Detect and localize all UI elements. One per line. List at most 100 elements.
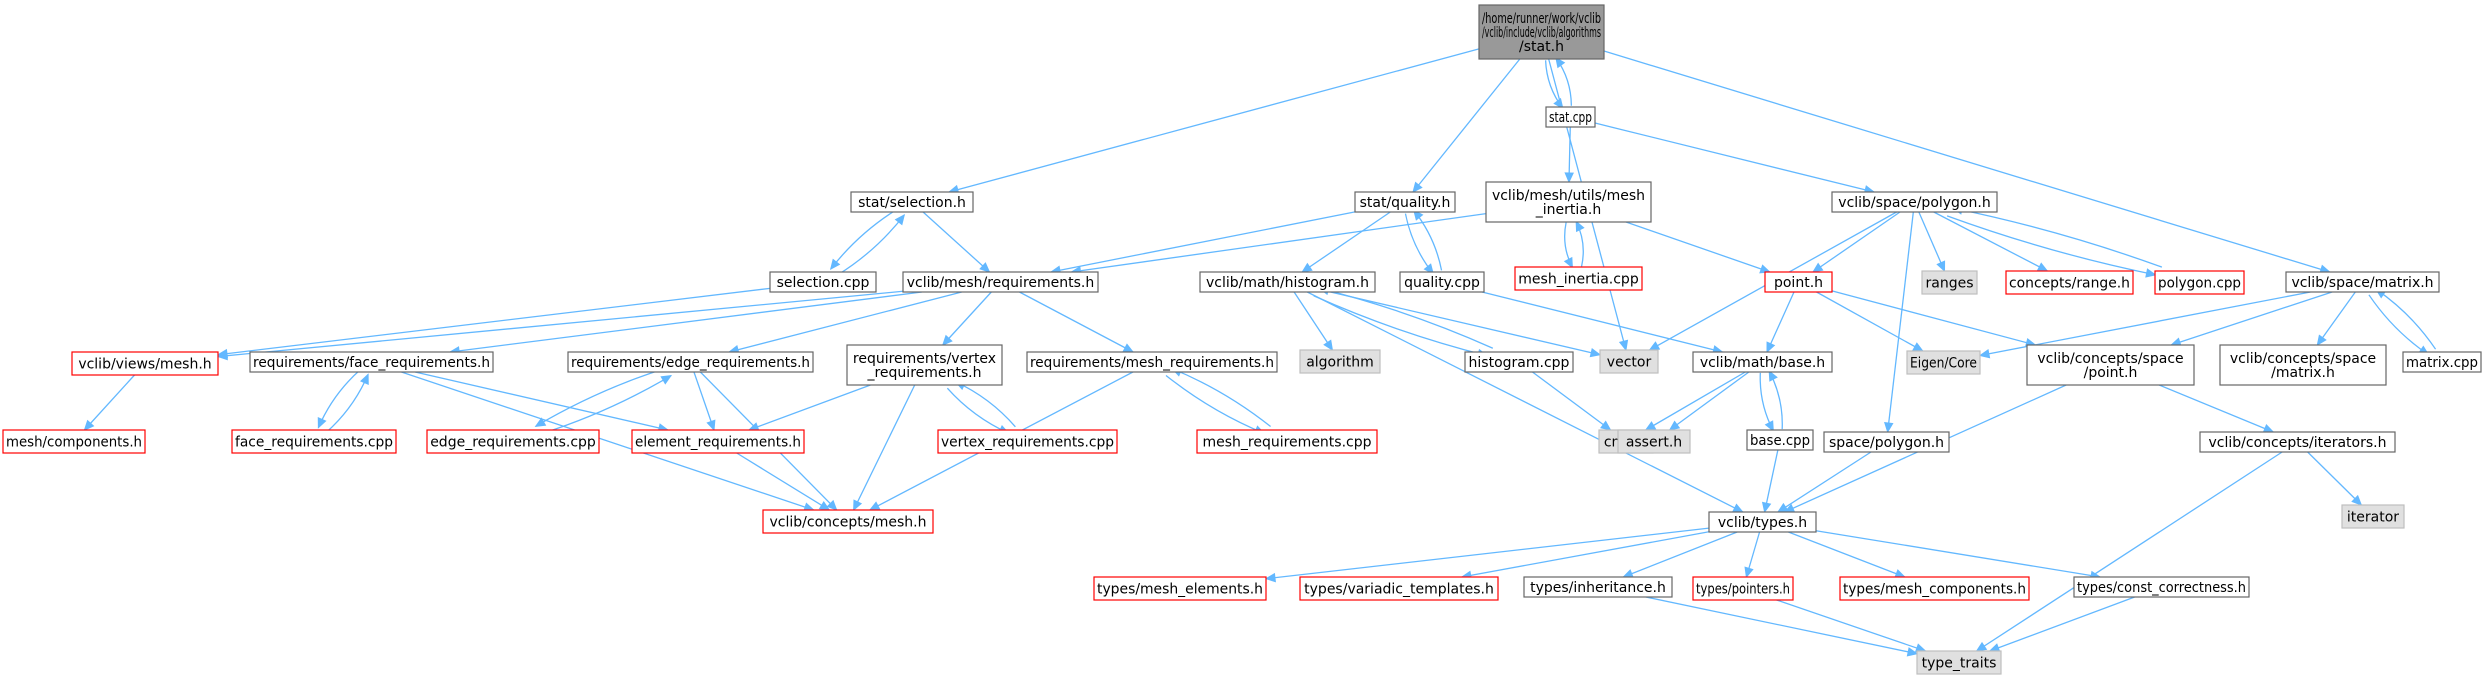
node-box — [769, 271, 877, 293]
node-face-req-cpp[interactable]: face_requirements.cpp — [231, 429, 397, 454]
node-mesh-req-h[interactable]: requirements/mesh_requirements.h — [1026, 351, 1278, 373]
node-box — [426, 429, 600, 454]
node-element-req-h[interactable]: element_requirements.h — [631, 429, 805, 454]
node-vertex-req-cpp[interactable]: vertex_requirements.cpp — [937, 429, 1118, 454]
edge-root-to-stat-selection — [947, 48, 1480, 195]
node-selection-cpp[interactable]: selection.cpp — [769, 271, 877, 293]
node-concepts-range[interactable]: concepts/range.h — [2005, 270, 2134, 295]
node-label: quality.cpp — [1404, 275, 1480, 291]
edge-line — [1413, 209, 1443, 271]
node-mesh-components[interactable]: mesh/components.h — [2, 429, 146, 454]
edge-mesh-requirements-to-views-mesh — [216, 290, 904, 361]
edge-mesh-requirements-to-mesh-req-h — [1019, 291, 1135, 353]
node-concepts-space-matrix[interactable]: vclib/concepts/space/matrix.h — [2219, 344, 2387, 386]
node-types-const[interactable]: types/const_correctness.h — [2073, 576, 2250, 598]
node-label: vector — [1607, 355, 1652, 371]
node-label: mesh_inertia.cpp — [1518, 272, 1639, 288]
node-label: mesh_requirements.cpp — [1202, 435, 1371, 451]
node-base-cpp[interactable]: base.cpp — [1746, 429, 1814, 451]
edge-line — [1265, 527, 1710, 580]
node-algorithm[interactable]: algorithm — [1299, 349, 1381, 374]
node-box — [1545, 106, 1596, 128]
node-space-matrix[interactable]: vclib/space/matrix.h — [2285, 271, 2440, 293]
node-math-base[interactable]: vclib/math/base.h — [1692, 351, 1833, 373]
node-polygon-cpp[interactable]: polygon.cpp — [2154, 270, 2245, 295]
node-histogram-cpp[interactable]: histogram.cpp — [1464, 351, 1574, 373]
node-space-polygon-h[interactable]: vclib/space/polygon.h — [1831, 191, 1998, 213]
node-box — [850, 191, 974, 213]
edge-views-mesh-to-mesh-components — [83, 374, 136, 431]
node-box — [1692, 351, 1833, 373]
edge-space-matrix-to-eigen-core — [1978, 291, 2311, 359]
node-histogram-h[interactable]: vclib/math/histogram.h — [1199, 271, 1376, 293]
node-concepts-space-point[interactable]: vclib/concepts/space/point.h — [2026, 344, 2195, 386]
edge-types-inheritance-to-type-traits — [1645, 596, 1919, 657]
node-edge-req-cpp[interactable]: edge_requirements.cpp — [426, 429, 600, 454]
node-vector[interactable]: vector — [1599, 349, 1659, 374]
node-label: vclib/views/mesh.h — [78, 357, 211, 373]
edge-line — [2375, 288, 2437, 350]
node-type-traits[interactable]: type_traits — [1916, 650, 2002, 675]
edge-types-h-to-types-mesh-elements — [1264, 527, 1710, 583]
edge-edge-req-cpp-to-edge-req-h — [541, 375, 673, 435]
edge-line — [837, 214, 905, 276]
node-stat-selection[interactable]: stat/selection.h — [850, 191, 974, 213]
edge-arrowhead — [359, 373, 369, 385]
edge-selection-cpp-to-stat-selection — [837, 214, 906, 276]
node-quality-cpp[interactable]: quality.cpp — [1399, 271, 1485, 293]
node-box — [1514, 266, 1643, 291]
node-mesh-requirements[interactable]: vclib/mesh/requirements.h — [902, 271, 1099, 293]
edge-concepts-iterators-to-type-traits — [1975, 451, 2283, 652]
node-box — [1746, 429, 1814, 451]
node-box — [1464, 351, 1574, 373]
edge-line — [535, 367, 666, 427]
node-concepts-iterators[interactable]: vclib/concepts/iterators.h — [2199, 431, 2396, 453]
edge-line — [1603, 50, 2330, 273]
node-types-pointers[interactable]: types/pointers.h — [1692, 576, 1794, 601]
edge-stat-quality-to-mesh-requirements — [1049, 211, 1356, 275]
node-edge-req-h[interactable]: requirements/edge_requirements.h — [567, 351, 814, 373]
edge-arrowhead — [941, 334, 953, 346]
node-matrix-cpp[interactable]: matrix.cpp — [2402, 351, 2482, 373]
edge-arrowhead — [1894, 569, 1906, 579]
node-point-h[interactable]: point.h — [1764, 271, 1833, 293]
node-box — [1692, 576, 1794, 601]
node-types-h[interactable]: vclib/types.h — [1708, 511, 1817, 533]
node-concepts-mesh[interactable]: vclib/concepts/mesh.h — [762, 509, 934, 534]
node-types-variadic[interactable]: types/variadic_templates.h — [1299, 576, 1499, 601]
edge-arrowhead — [1912, 342, 1924, 352]
node-label: vclib/concepts/mesh.h — [770, 515, 927, 531]
node-eigen-core[interactable]: Eigen/Core — [1906, 350, 1981, 375]
node-vertex-req-h[interactable]: requirements/vertex_requirements.h — [846, 344, 1003, 386]
node-box — [1523, 576, 1673, 598]
node-label: types/mesh_components.h — [1843, 582, 2026, 598]
node-box — [567, 351, 814, 373]
node-types-mesh-elements[interactable]: types/mesh_elements.h — [1093, 576, 1267, 601]
node-space-polygon-h2[interactable]: space/polygon.h — [1823, 431, 1950, 453]
edge-line — [1293, 291, 1333, 351]
edge-space-polygon-h2-to-types-h — [1776, 451, 1872, 513]
node-views-mesh[interactable]: vclib/views/mesh.h — [71, 351, 219, 376]
node-label: types/mesh_elements.h — [1097, 582, 1263, 598]
node-box — [2005, 270, 2134, 295]
node-types-inheritance[interactable]: types/inheritance.h — [1523, 576, 1673, 598]
node-ranges[interactable]: ranges — [1921, 270, 1978, 295]
node-assert-h[interactable]: assert.h — [1617, 429, 1691, 454]
edge-space-polygon-h-to-point-h — [1811, 211, 1901, 273]
node-stat-quality[interactable]: stat/quality.h — [1354, 191, 1456, 213]
node-mesh-inertia-cpp[interactable]: mesh_inertia.cpp — [1514, 266, 1643, 291]
node-label: vclib/math/base.h — [1700, 355, 1825, 371]
node-label: vclib/concepts/space — [2230, 351, 2376, 367]
node-mesh-inertia-h[interactable]: vclib/mesh/utils/mesh_inertia.h — [1485, 181, 1652, 223]
node-stat-cpp[interactable]: stat.cpp — [1545, 106, 1596, 128]
edge-arrowhead — [1122, 343, 1135, 353]
node-box — [2073, 576, 2250, 598]
node-iterator[interactable]: iterator — [2341, 504, 2405, 529]
node-types-mesh-components[interactable]: types/mesh_components.h — [1839, 576, 2030, 601]
node-box — [937, 429, 1118, 454]
edge-arrowhead — [1563, 256, 1573, 269]
node-root[interactable]: /home/runner/work/vclib/vclib/include/vc… — [1478, 4, 1605, 60]
node-face-req-h[interactable]: requirements/face_requirements.h — [249, 351, 494, 373]
edge-point-h-to-concepts-space-point — [1831, 290, 2037, 348]
node-mesh-req-cpp[interactable]: mesh_requirements.cpp — [1196, 429, 1378, 454]
